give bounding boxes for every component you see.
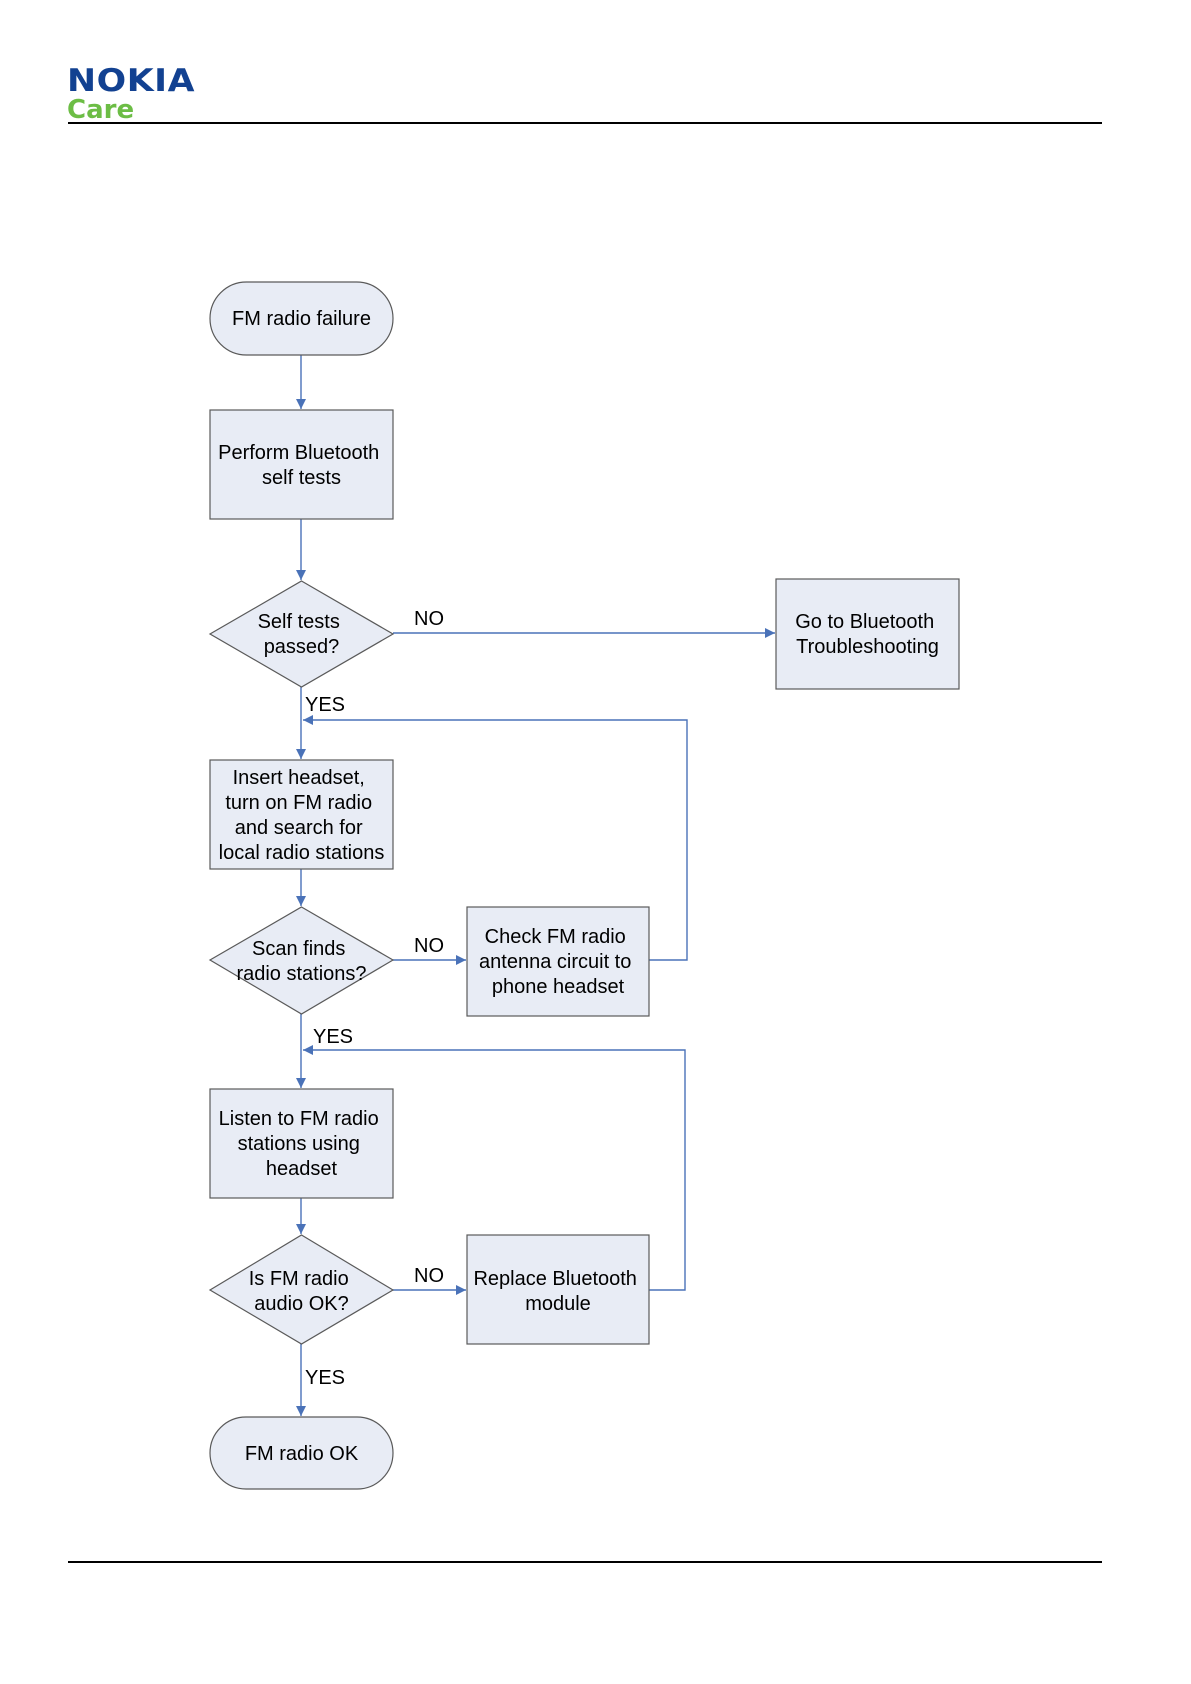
node-text: FM radio failure	[232, 308, 371, 330]
node-line: FM radio failure	[232, 308, 371, 330]
node-text: Listen to FM radio stations using headse…	[219, 1108, 385, 1180]
logo-brand: NOKIA	[67, 63, 196, 99]
decision-shape	[208, 580, 395, 688]
terminal-shape	[209, 281, 394, 356]
decision-shape	[208, 906, 395, 1015]
node-check-antenna: Check FM radio antenna circuit to phone …	[466, 906, 650, 1017]
node-line: audio OK?	[254, 1293, 349, 1315]
process-shape	[466, 906, 650, 1017]
node-line: Check FM radio	[485, 926, 626, 948]
node-line: Self tests	[258, 611, 340, 633]
node-text: Insert headset, turn on FM radio and sea…	[219, 767, 385, 864]
node-audio-ok: Is FM radio audio OK?	[208, 1234, 395, 1345]
node-line: Scan finds	[252, 938, 345, 960]
node-line: passed?	[264, 636, 340, 658]
node-line: turn on FM radio	[225, 792, 372, 814]
node-replace-bt: Replace Bluetooth module	[466, 1234, 650, 1345]
node-line: and search for	[235, 817, 363, 839]
process-shape	[466, 1234, 650, 1345]
logo-sub-brand: Care	[67, 95, 135, 125]
node-line: Insert headset,	[233, 767, 365, 789]
node-line: Troubleshooting	[796, 636, 939, 658]
node-text: Perform Bluetooth self tests	[218, 442, 385, 489]
node-text: Scan finds radio stations?	[236, 938, 366, 985]
node-text: Self tests passed?	[258, 611, 346, 658]
node-line: local radio stations	[219, 842, 385, 864]
node-text: Replace Bluetooth module	[473, 1268, 642, 1315]
node-text: Check FM radio antenna circuit to phone …	[479, 926, 637, 998]
node-self-tests: Perform Bluetooth self tests	[209, 409, 394, 520]
node-line: headset	[266, 1158, 338, 1180]
node-tests-passed: Self tests passed?	[208, 580, 395, 688]
label-audio-yes: YES	[305, 1367, 345, 1389]
edge-labels: NO YES NO YES NO YES	[305, 608, 444, 1389]
node-line: antenna circuit to	[479, 951, 631, 973]
node-text: Is FM radio audio OK?	[249, 1268, 355, 1315]
process-shape	[775, 578, 960, 690]
node-bt-troubleshooting: Go to Bluetooth Troubleshooting	[775, 578, 960, 690]
connectors	[296, 355, 775, 1416]
node-scan-finds: Scan finds radio stations?	[208, 906, 395, 1015]
footer-rule	[68, 1561, 1102, 1563]
header-rule	[68, 122, 1102, 124]
node-insert-headset: Insert headset, turn on FM radio and sea…	[209, 759, 394, 870]
node-listen: Listen to FM radio stations using headse…	[209, 1088, 394, 1199]
node-line: self tests	[262, 467, 341, 489]
label-scan-no: NO	[414, 935, 444, 957]
node-line: Listen to FM radio	[219, 1108, 379, 1130]
process-shape	[209, 1088, 394, 1199]
process-shape	[209, 759, 394, 870]
node-text: FM radio OK	[245, 1443, 359, 1465]
node-line: FM radio OK	[245, 1443, 359, 1465]
node-text: Go to Bluetooth Troubleshooting	[795, 611, 940, 658]
node-line: module	[525, 1293, 591, 1315]
process-shape	[209, 409, 394, 520]
node-line: Go to Bluetooth	[795, 611, 934, 633]
edge-check-antenna-loop	[303, 715, 688, 961]
label-scan-yes: YES	[313, 1026, 353, 1048]
node-end: FM radio OK	[209, 1416, 394, 1490]
node-line: Replace Bluetooth	[473, 1268, 636, 1290]
label-tests-no: NO	[414, 608, 444, 630]
terminal-shape	[209, 1416, 394, 1490]
node-line: phone headset	[492, 976, 625, 998]
label-tests-yes: YES	[305, 694, 345, 716]
edge-replace-loop	[303, 1045, 686, 1291]
node-start: FM radio failure	[209, 281, 394, 356]
label-audio-no: NO	[414, 1265, 444, 1287]
node-line: stations using	[238, 1133, 360, 1155]
decision-shape	[208, 1234, 395, 1345]
node-line: Perform Bluetooth	[218, 442, 379, 464]
node-line: radio stations?	[236, 963, 366, 985]
nokia-care-logo: NOKIA Care	[67, 66, 195, 125]
node-line: Is FM radio	[249, 1268, 349, 1290]
